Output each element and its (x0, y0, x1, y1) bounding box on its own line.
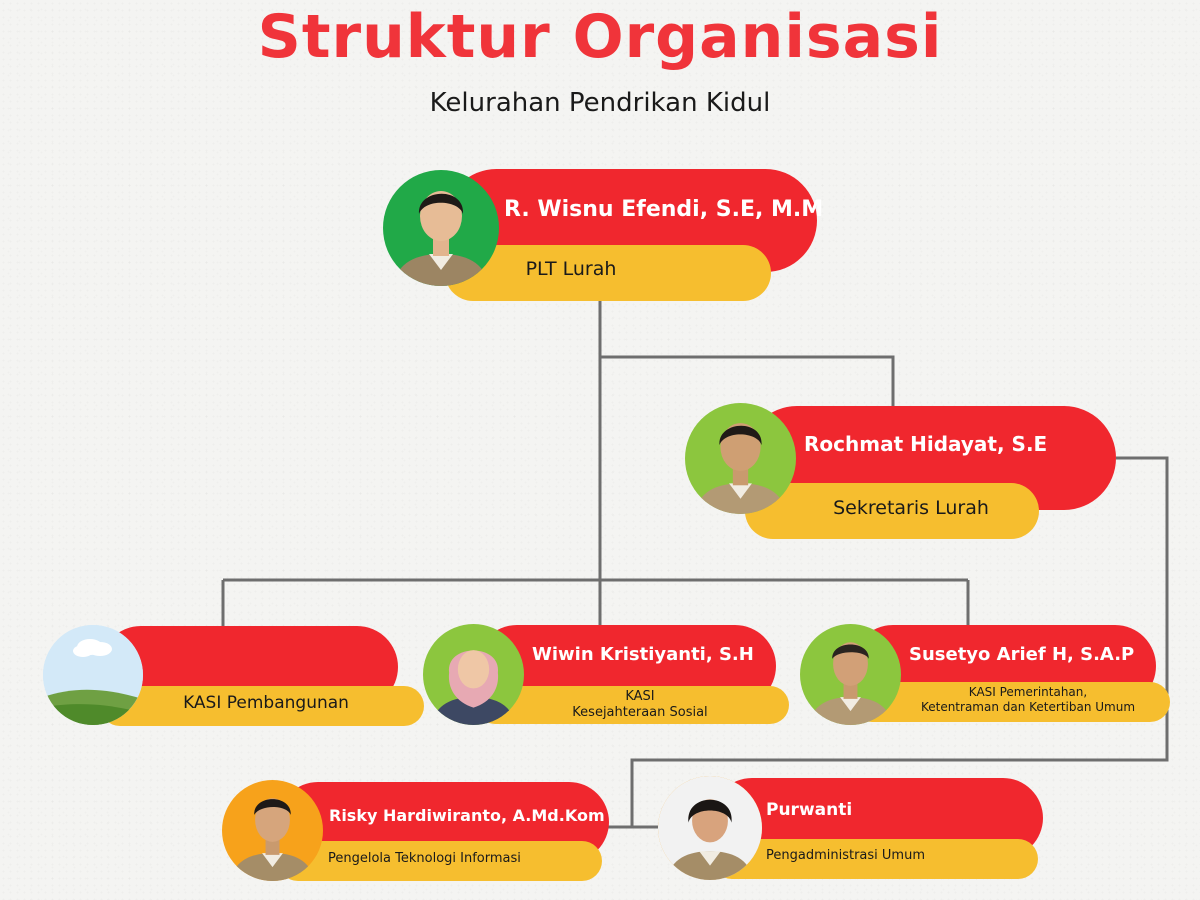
person-avatar-icon (431, 650, 516, 725)
photo-kasi-kesos (423, 624, 524, 725)
person-role: KASI Pembangunan (183, 693, 349, 713)
photo-sekretaris (685, 403, 796, 514)
person-name: Rochmat Hidayat, S.E (804, 432, 1048, 456)
person-name: Susetyo Arief H, S.A.P (909, 644, 1135, 665)
person-avatar-icon (808, 642, 893, 725)
person-role: Pengelola Teknologi Informasi (328, 851, 521, 866)
person-avatar-icon (658, 776, 762, 880)
person-avatar-icon (230, 798, 315, 881)
person-avatar-icon (694, 423, 787, 514)
landscape-placeholder-icon (43, 625, 143, 725)
person-avatar-icon (393, 191, 489, 286)
role-bar (445, 245, 771, 301)
photo-pengelola-ti (222, 780, 323, 881)
role-bar (712, 839, 1038, 879)
role-line: Kesejahteraan Sosial (572, 705, 708, 721)
connector-sekretaris-staff (630, 456, 1169, 827)
role-bar (745, 483, 1039, 539)
page-title: Struktur Organisasi (257, 2, 943, 72)
person-name: R. Wisnu Efendi, S.E, M.M (504, 197, 824, 222)
photo-placeholder (43, 625, 143, 725)
role-line: KASI Pemerintahan, (968, 685, 1088, 699)
person-name: Risky Hardiwiranto, A.Md.Kom (329, 806, 605, 825)
role-bar (852, 682, 1170, 722)
person-role: Pengadministrasi Umum (766, 848, 925, 863)
role-bar (100, 686, 424, 726)
role-bar (278, 841, 602, 881)
photo-pengadministrasi (658, 776, 762, 880)
page-subtitle: Kelurahan Pendrikan Kidul (429, 88, 771, 118)
photo-kasi-pem (800, 624, 901, 725)
person-name: Purwanti (766, 800, 853, 820)
role-line: Ketentraman dan Ketertiban Umum (920, 700, 1136, 714)
person-role: KASI Pemerintahan, Ketentraman dan Keter… (893, 685, 1163, 715)
photo-lurah (383, 170, 499, 286)
role-line: KASI (625, 689, 655, 704)
person-role: PLT Lurah (525, 258, 617, 280)
person-role: KASI Kesejahteraan Sosial (540, 689, 740, 722)
connector-lurah-sekretaris (600, 355, 895, 407)
person-name: Wiwin Kristiyanti, S.H (532, 644, 754, 665)
person-role: Sekretaris Lurah (833, 497, 989, 519)
role-bar (476, 686, 789, 724)
